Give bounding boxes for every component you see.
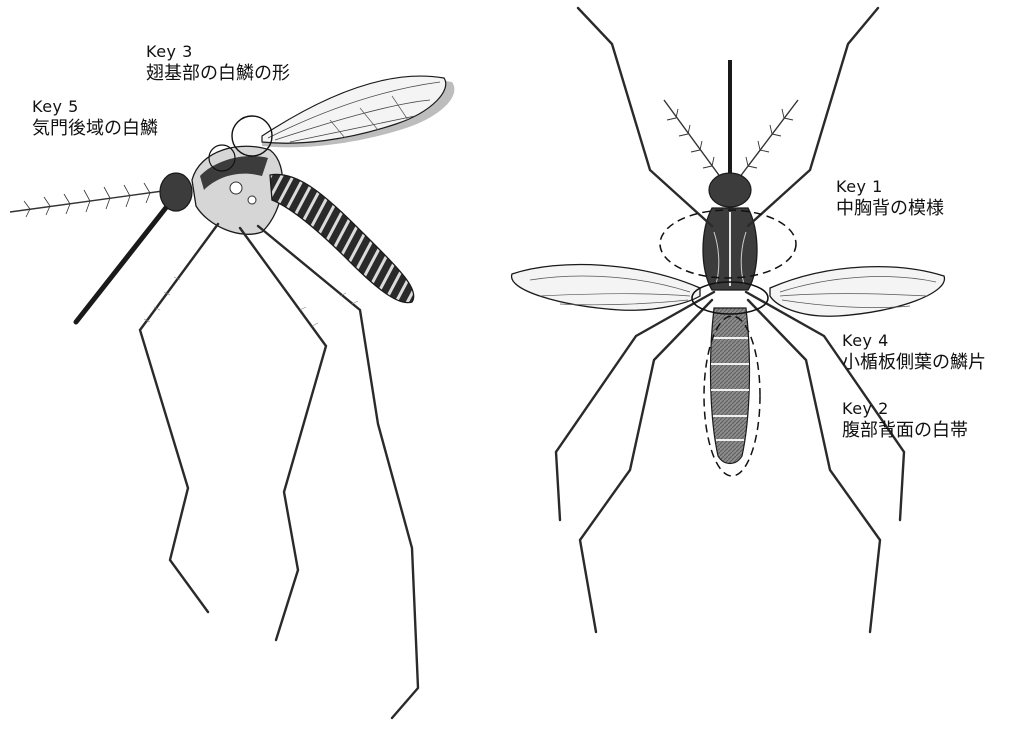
key2-desc: 腹部背面の白帯 bbox=[842, 420, 968, 442]
key2-label: Key 2 腹部背面の白帯 bbox=[842, 398, 968, 442]
mosquito-dorsal-view bbox=[512, 8, 945, 632]
key2-name: Key 2 bbox=[842, 398, 968, 420]
key5-label: Key 5 気門後域の白鱗 bbox=[32, 96, 158, 140]
key4-desc: 小楯板側葉の鱗片 bbox=[842, 352, 986, 374]
key4-name: Key 4 bbox=[842, 330, 986, 352]
key1-desc: 中胸背の模様 bbox=[836, 198, 944, 220]
key3-desc: 翅基部の白鱗の形 bbox=[146, 63, 290, 85]
key5-name: Key 5 bbox=[32, 96, 158, 118]
lateral-head bbox=[160, 173, 192, 211]
key5-desc: 気門後域の白鱗 bbox=[32, 118, 158, 140]
lateral-antenna bbox=[10, 183, 170, 217]
lateral-wing bbox=[262, 76, 454, 147]
lateral-abdomen bbox=[270, 174, 414, 302]
key1-label: Key 1 中胸背の模様 bbox=[836, 176, 944, 220]
lateral-proboscis bbox=[76, 200, 172, 322]
lateral-legs bbox=[140, 224, 418, 718]
key3-name: Key 3 bbox=[146, 41, 290, 63]
key4-label: Key 4 小楯板側葉の鱗片 bbox=[842, 330, 986, 374]
mosquito-lateral-view bbox=[10, 76, 454, 718]
key1-name: Key 1 bbox=[836, 176, 944, 198]
key3-label: Key 3 翅基部の白鱗の形 bbox=[146, 41, 290, 85]
dorsal-head bbox=[709, 173, 751, 207]
